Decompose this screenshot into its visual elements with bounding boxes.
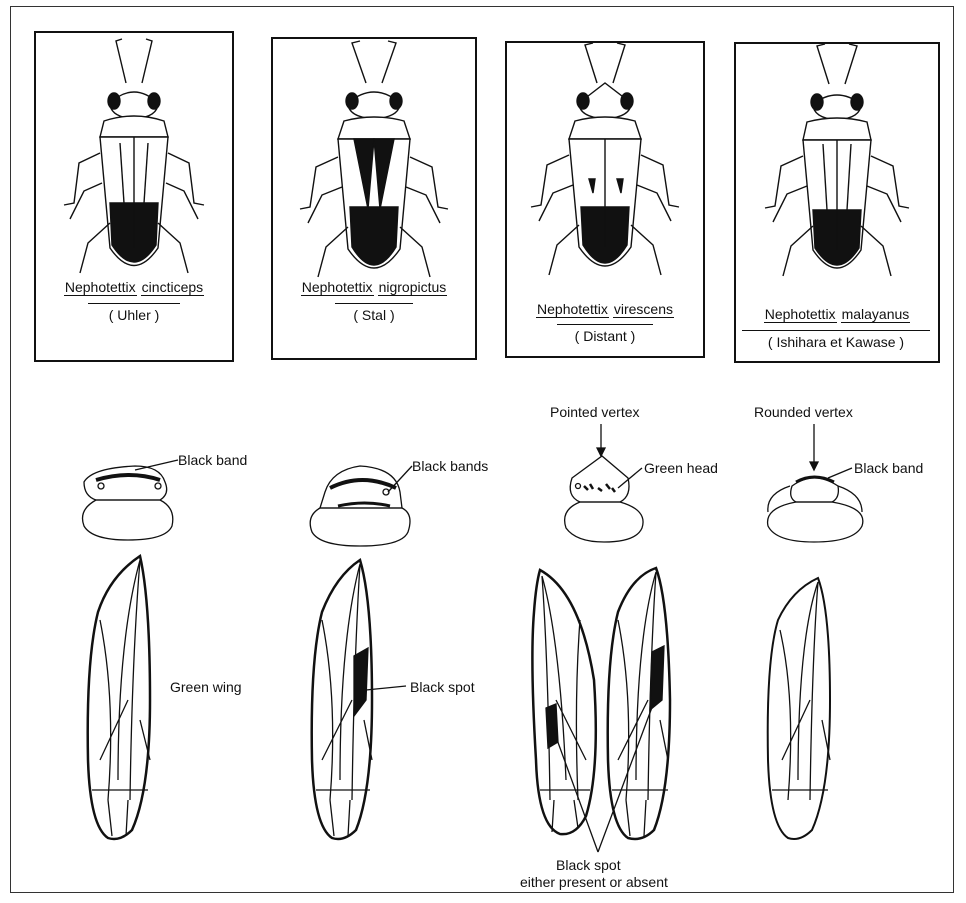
leader-line: [135, 460, 178, 470]
label-present-or-absent: either present or absent: [520, 874, 668, 890]
wing-virescens-b: [608, 568, 670, 839]
wing-malayanus: [768, 578, 830, 839]
wing-cincticeps: [88, 556, 150, 839]
leader-line: [388, 466, 412, 492]
label-pointed-vertex: Pointed vertex: [550, 404, 640, 420]
head-cincticeps: [83, 466, 173, 540]
head-malayanus: [768, 477, 863, 542]
label-black-spot-either: Black spot: [556, 857, 621, 873]
wing-virescens-a: [532, 570, 595, 834]
label-green-head: Green head: [644, 460, 718, 476]
head-virescens: [565, 456, 643, 542]
wing-nigropictus: [312, 560, 372, 839]
label-black-band-malayanus: Black band: [854, 460, 923, 476]
black-spot-pointer: [552, 702, 654, 852]
label-black-band: Black band: [178, 452, 247, 468]
head-nigropictus: [310, 466, 410, 546]
leader-line: [618, 468, 642, 488]
label-rounded-vertex: Rounded vertex: [754, 404, 853, 420]
label-black-spot: Black spot: [410, 679, 475, 695]
label-green-wing: Green wing: [170, 679, 242, 695]
label-black-bands: Black bands: [412, 458, 488, 474]
leader-line: [828, 468, 852, 478]
